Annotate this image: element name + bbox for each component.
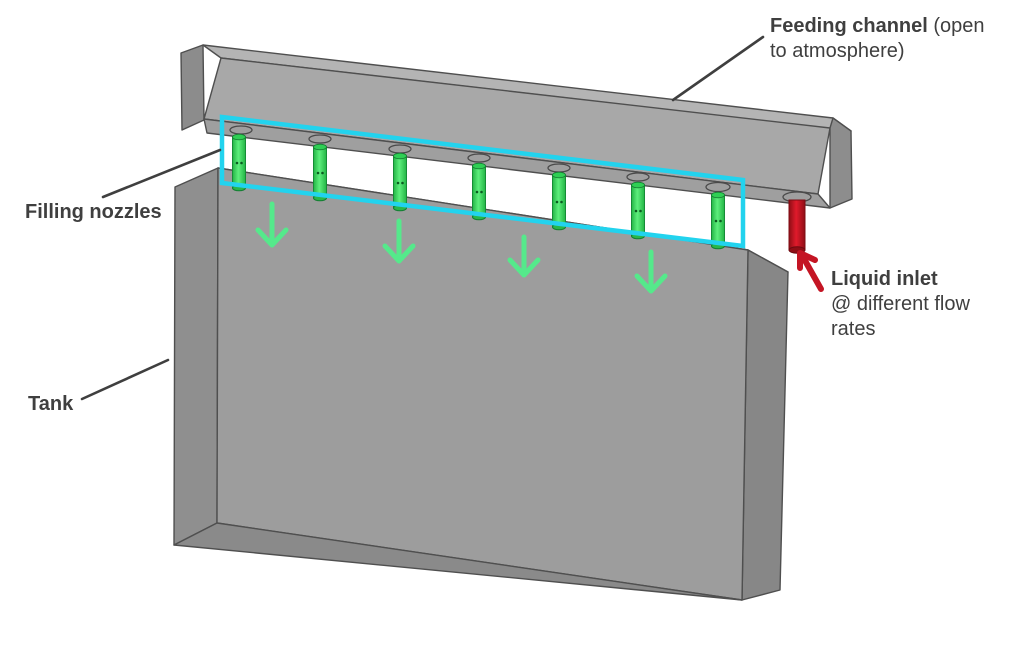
label-liquid-inlet: Liquid inlet @ different flow rates [831,267,986,342]
channel-left-end-face [180,44,205,131]
label-feeding-channel: Feeding channel (open to atmosphere) [770,14,992,64]
filling-nozzle [631,181,645,240]
leader-filling-nozzles [101,148,222,199]
feed-hole [626,172,650,182]
inlet-arrow-icon [797,250,824,292]
filling-nozzle [711,191,725,250]
tank-right-face [741,249,789,601]
nozzle-highlight-frame [219,114,746,249]
label-liquid-inlet-rest: @ different flow rates [831,293,970,340]
liquid-inlet-pipe [788,199,806,254]
filling-nozzle [232,133,246,192]
down-arrow-icon [634,249,668,294]
feed-hole [388,144,412,154]
leader-feeding-channel [671,35,765,102]
down-arrow-icon [382,218,416,264]
label-feeding-channel-rest: (open to atmosphere) [770,15,985,62]
feed-hole [308,134,332,144]
filling-nozzles-group [232,133,725,250]
filling-nozzle [393,152,407,212]
leader-lines [80,35,765,401]
flow-arrows-down [255,201,668,294]
feeding-channel-3d-body [180,44,853,209]
label-liquid-inlet-bold: Liquid inlet [831,268,938,290]
label-tank: Tank [28,393,74,415]
leader-tank [80,358,170,401]
down-arrow-icon [507,234,541,278]
down-arrow-icon [255,201,289,248]
feed-hole [467,153,491,163]
label-filling-nozzles: Filling nozzles [25,201,162,223]
tank-3d-body [173,167,789,601]
feed-hole [705,181,731,193]
label-feeding-channel-bold: Feeding channel [770,15,928,37]
tank-bottom-bevel [173,522,743,601]
channel-right-end-face [829,117,853,209]
tank-left-face [173,167,219,546]
feed-hole [229,125,253,135]
feed-hole [547,163,571,173]
